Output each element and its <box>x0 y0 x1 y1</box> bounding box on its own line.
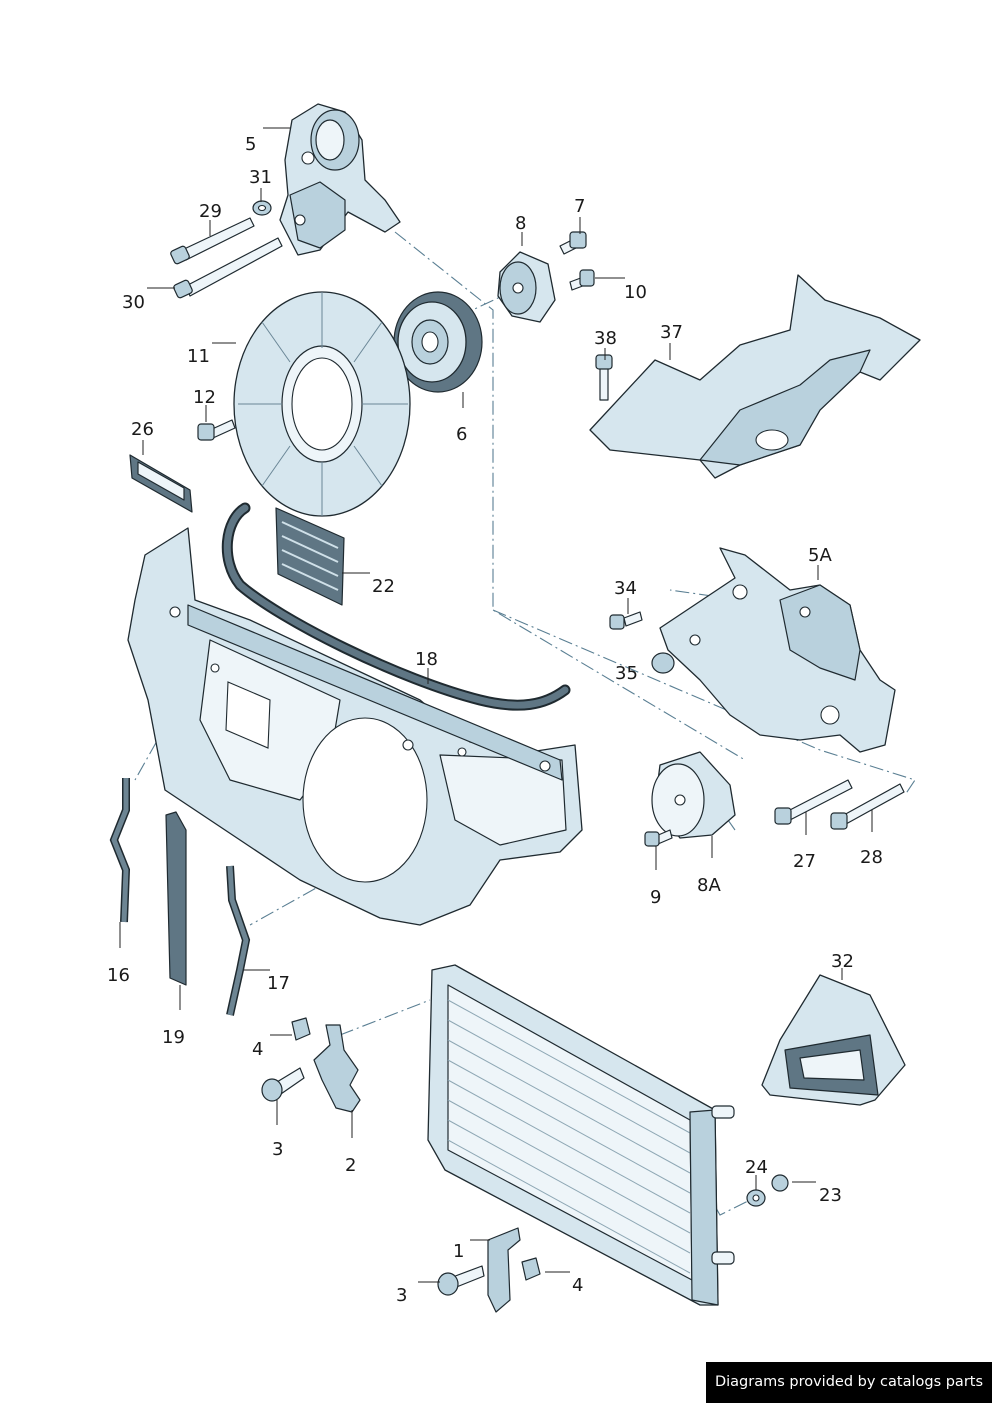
callout-31: 31 <box>249 167 272 188</box>
callout-22: 22 <box>372 576 395 597</box>
callout-8: 8 <box>515 213 526 234</box>
seal-17 <box>226 865 251 1016</box>
bolt-27 <box>774 779 853 825</box>
callout-4-upper: 4 <box>252 1039 263 1060</box>
callout-labels: 5 31 29 30 8 7 10 11 12 6 26 22 18 38 37… <box>107 134 883 1306</box>
callout-5: 5 <box>245 134 256 155</box>
bracket-2 <box>313 1024 361 1113</box>
callout-4-lower: 4 <box>572 1275 583 1296</box>
bolt-3-lower <box>437 1265 485 1296</box>
callout-34: 34 <box>614 578 637 599</box>
pulley-8A <box>651 751 736 839</box>
nut-4-upper <box>291 1017 311 1041</box>
plug-35 <box>651 652 675 674</box>
bolt-29 <box>170 217 255 265</box>
callout-32: 32 <box>831 951 854 972</box>
callout-24: 24 <box>745 1157 768 1178</box>
seal-16 <box>109 778 131 923</box>
bolt-12 <box>197 419 236 441</box>
callout-1: 1 <box>453 1241 464 1262</box>
callout-38: 38 <box>594 328 617 349</box>
callout-6: 6 <box>456 424 467 445</box>
callout-27: 27 <box>793 851 816 872</box>
bolt-30 <box>173 237 283 299</box>
bolt-9 <box>644 829 673 847</box>
radiator <box>427 964 735 1306</box>
seal-19 <box>165 811 187 986</box>
bolt-28 <box>830 783 905 830</box>
fan-wheel-11 <box>233 291 411 517</box>
nut-23 <box>771 1174 789 1192</box>
credit-badge: Diagrams provided by catalogs parts <box>706 1362 992 1403</box>
callout-12: 12 <box>193 387 216 408</box>
washer-31 <box>252 200 272 216</box>
callout-26: 26 <box>131 419 154 440</box>
callout-9: 9 <box>650 887 661 908</box>
callout-17: 17 <box>267 973 290 994</box>
bolt-7 <box>559 231 587 255</box>
seal-strip-18 <box>221 502 571 711</box>
callout-18: 18 <box>415 649 438 670</box>
hub-8 <box>497 251 556 323</box>
bracket-5A <box>659 547 896 753</box>
callout-19: 19 <box>162 1027 185 1048</box>
callout-23: 23 <box>819 1185 842 1206</box>
callout-16: 16 <box>107 965 130 986</box>
bracket-1 <box>487 1227 521 1313</box>
bolt-34 <box>609 611 643 630</box>
bolt-3-upper <box>261 1067 305 1102</box>
callout-7: 7 <box>574 196 585 217</box>
callout-11: 11 <box>187 346 210 367</box>
callout-35: 35 <box>615 663 638 684</box>
callout-10: 10 <box>624 282 647 303</box>
washer-24 <box>746 1189 766 1207</box>
air-duct-32 <box>761 974 906 1106</box>
lock-carrier <box>127 527 583 926</box>
grille-26 <box>129 454 193 513</box>
leader-lines <box>119 127 873 1283</box>
callout-29: 29 <box>199 201 222 222</box>
callout-5A: 5A <box>808 545 832 566</box>
callout-30: 30 <box>122 292 145 313</box>
bolt-38 <box>595 354 613 401</box>
callout-3-lower: 3 <box>396 1285 407 1306</box>
callout-28: 28 <box>860 847 883 868</box>
callout-3-upper: 3 <box>272 1139 283 1160</box>
callout-2: 2 <box>345 1155 356 1176</box>
callout-37: 37 <box>660 322 683 343</box>
viscous-clutch-6 <box>393 291 483 393</box>
tensioner-bracket <box>279 103 401 256</box>
bolt-10 <box>569 269 595 291</box>
grille-22 <box>275 507 345 606</box>
cover-37 <box>589 274 921 479</box>
callout-8A: 8A <box>697 875 721 896</box>
nut-4-lower <box>521 1257 541 1281</box>
